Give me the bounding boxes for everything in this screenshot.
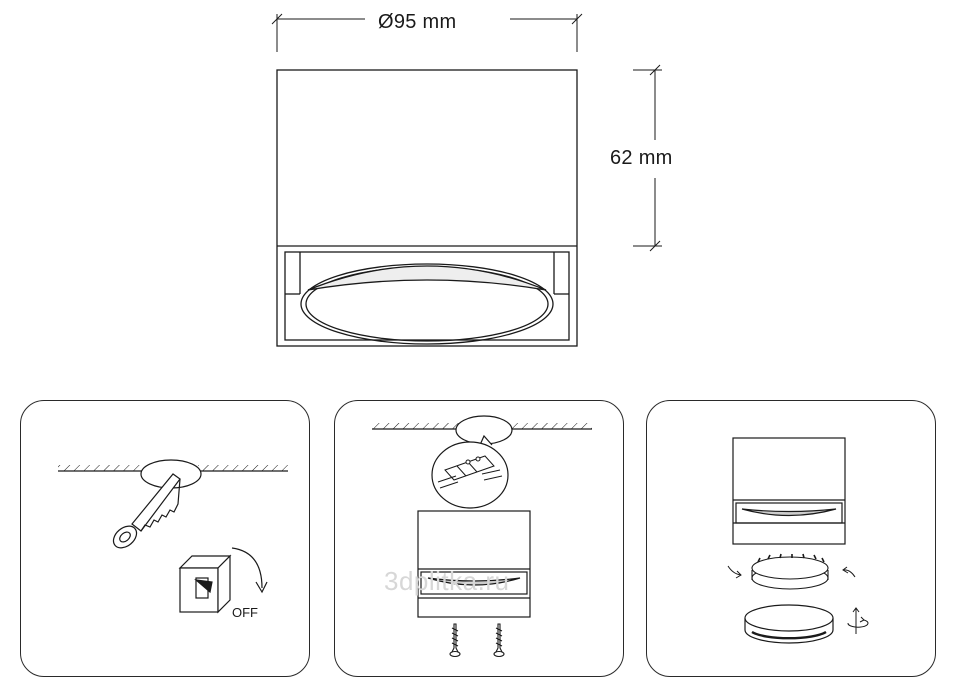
lamp-body [276, 69, 578, 347]
rotate-vertical-icon [847, 607, 869, 634]
terminal-block-icon [437, 455, 503, 489]
wiring-callout [431, 434, 509, 509]
screw-icon [449, 623, 461, 658]
lamp-cover-icon [744, 604, 834, 644]
step-3-panel [646, 400, 936, 677]
product-drawing [271, 13, 662, 347]
led-module-icon [751, 553, 829, 590]
hole-saw-icon [112, 473, 181, 549]
diameter-label: Ø95 mm [378, 11, 457, 33]
step-1-panel [20, 400, 310, 677]
height-dimension-line [633, 64, 662, 252]
switch-off-label: OFF [232, 605, 258, 620]
screw-icon-2 [493, 623, 505, 658]
height-label: 62 mm [610, 147, 673, 169]
watermark: 3dplitka.ru [384, 566, 510, 596]
lamp-body-small [417, 510, 531, 618]
rotate-arrow-right-icon [842, 566, 856, 578]
width-dimension-line [271, 13, 583, 52]
power-switch-icon [178, 547, 268, 614]
rotate-arrow-left-icon [727, 565, 742, 579]
step-2-panel [334, 400, 624, 677]
lamp-body-small-3 [732, 437, 846, 545]
